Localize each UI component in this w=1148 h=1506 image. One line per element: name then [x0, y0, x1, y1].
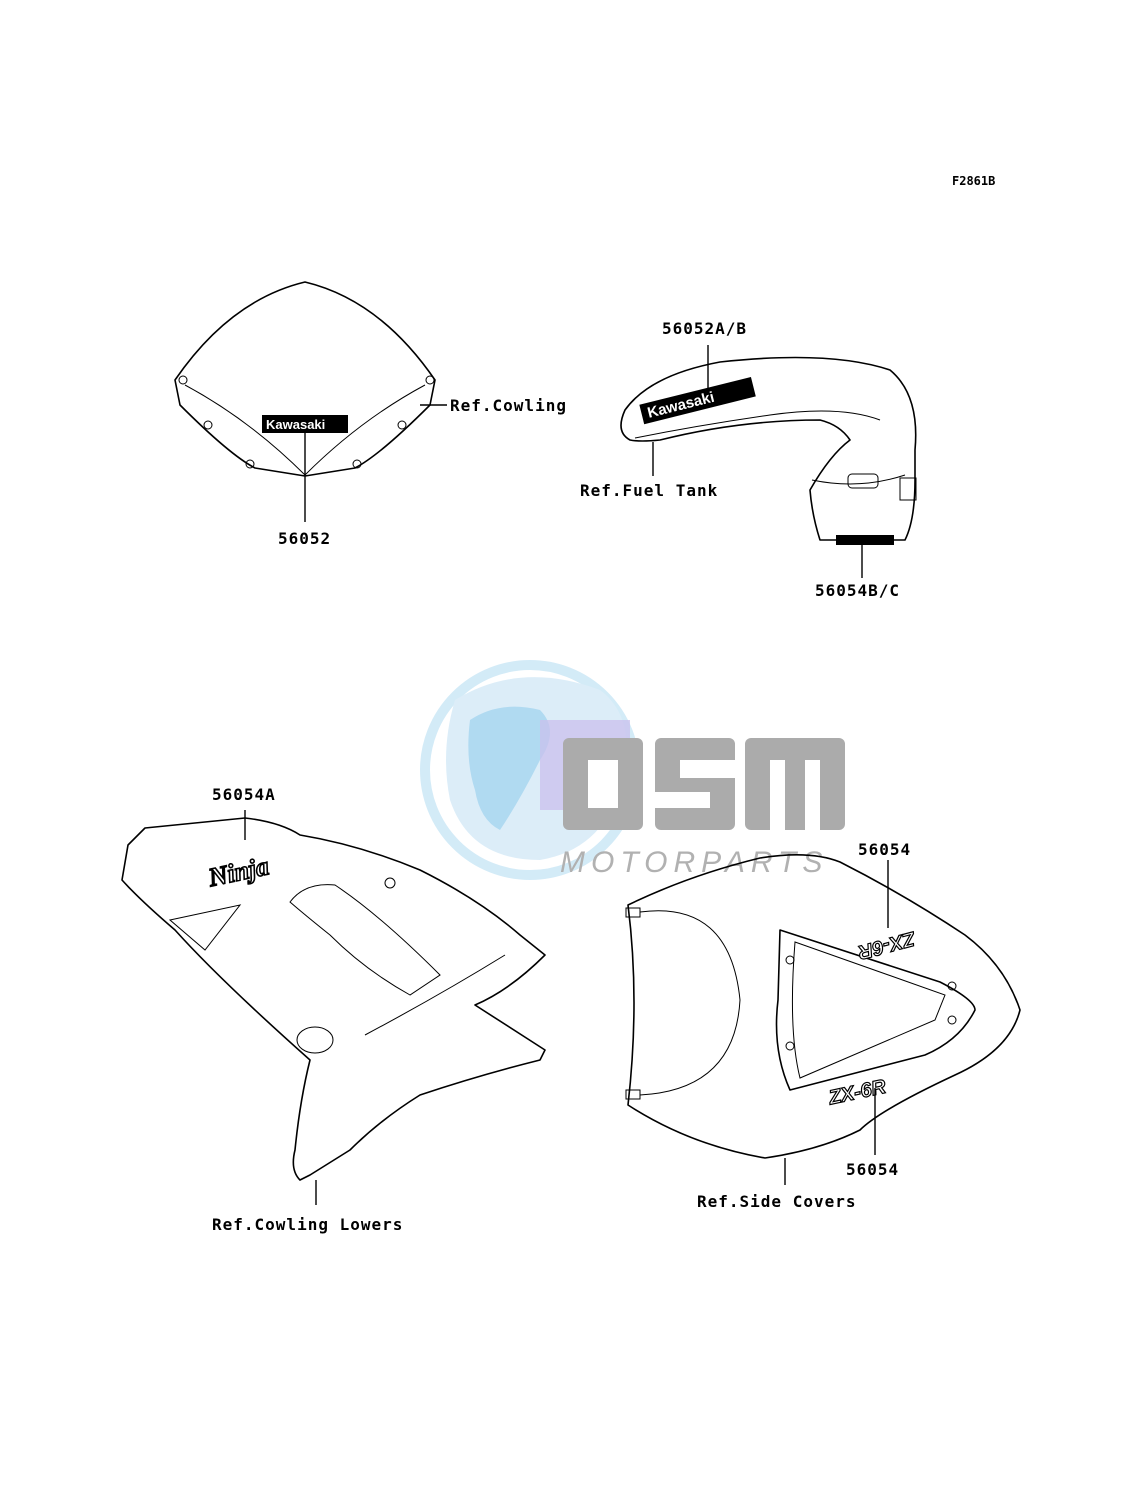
watermark-logo: MOTORPARTS: [420, 660, 845, 880]
cowling-part-number: 56054A: [212, 785, 276, 804]
figure-code: F2861B: [952, 174, 995, 188]
tail-part-number-bottom: 56054: [846, 1160, 899, 1179]
cowling-part: Ninja: [121, 817, 546, 1181]
tail-cowl-part: ZX-6R ZX-6R: [625, 854, 1021, 1159]
windshield-ref-label: Ref.Cowling: [450, 396, 567, 415]
tank-decal: Kawasaki: [646, 389, 716, 422]
tail-decal-top: ZX-6R: [855, 927, 918, 964]
fuel-tank-part: Kawasaki: [620, 356, 917, 545]
tank-lower-part-number: 56054B/C: [815, 581, 900, 600]
watermark-subtitle: MOTORPARTS: [560, 846, 828, 879]
tank-ref-label: Ref.Fuel Tank: [580, 481, 718, 500]
cowling-ref-label: Ref.Cowling Lowers: [212, 1215, 403, 1234]
tail-ref-label: Ref.Side Covers: [697, 1192, 857, 1211]
tail-decal-bottom: ZX-6R: [826, 1076, 889, 1110]
tail-part-number-top: 56054: [858, 840, 911, 859]
cowling-decal: Ninja: [205, 851, 271, 892]
tank-part-number: 56052A/B: [662, 319, 747, 338]
windshield-decal: Kawasaki: [266, 417, 325, 432]
windshield-part: Kawasaki: [174, 281, 436, 477]
windshield-part-number: 56052: [278, 529, 331, 548]
